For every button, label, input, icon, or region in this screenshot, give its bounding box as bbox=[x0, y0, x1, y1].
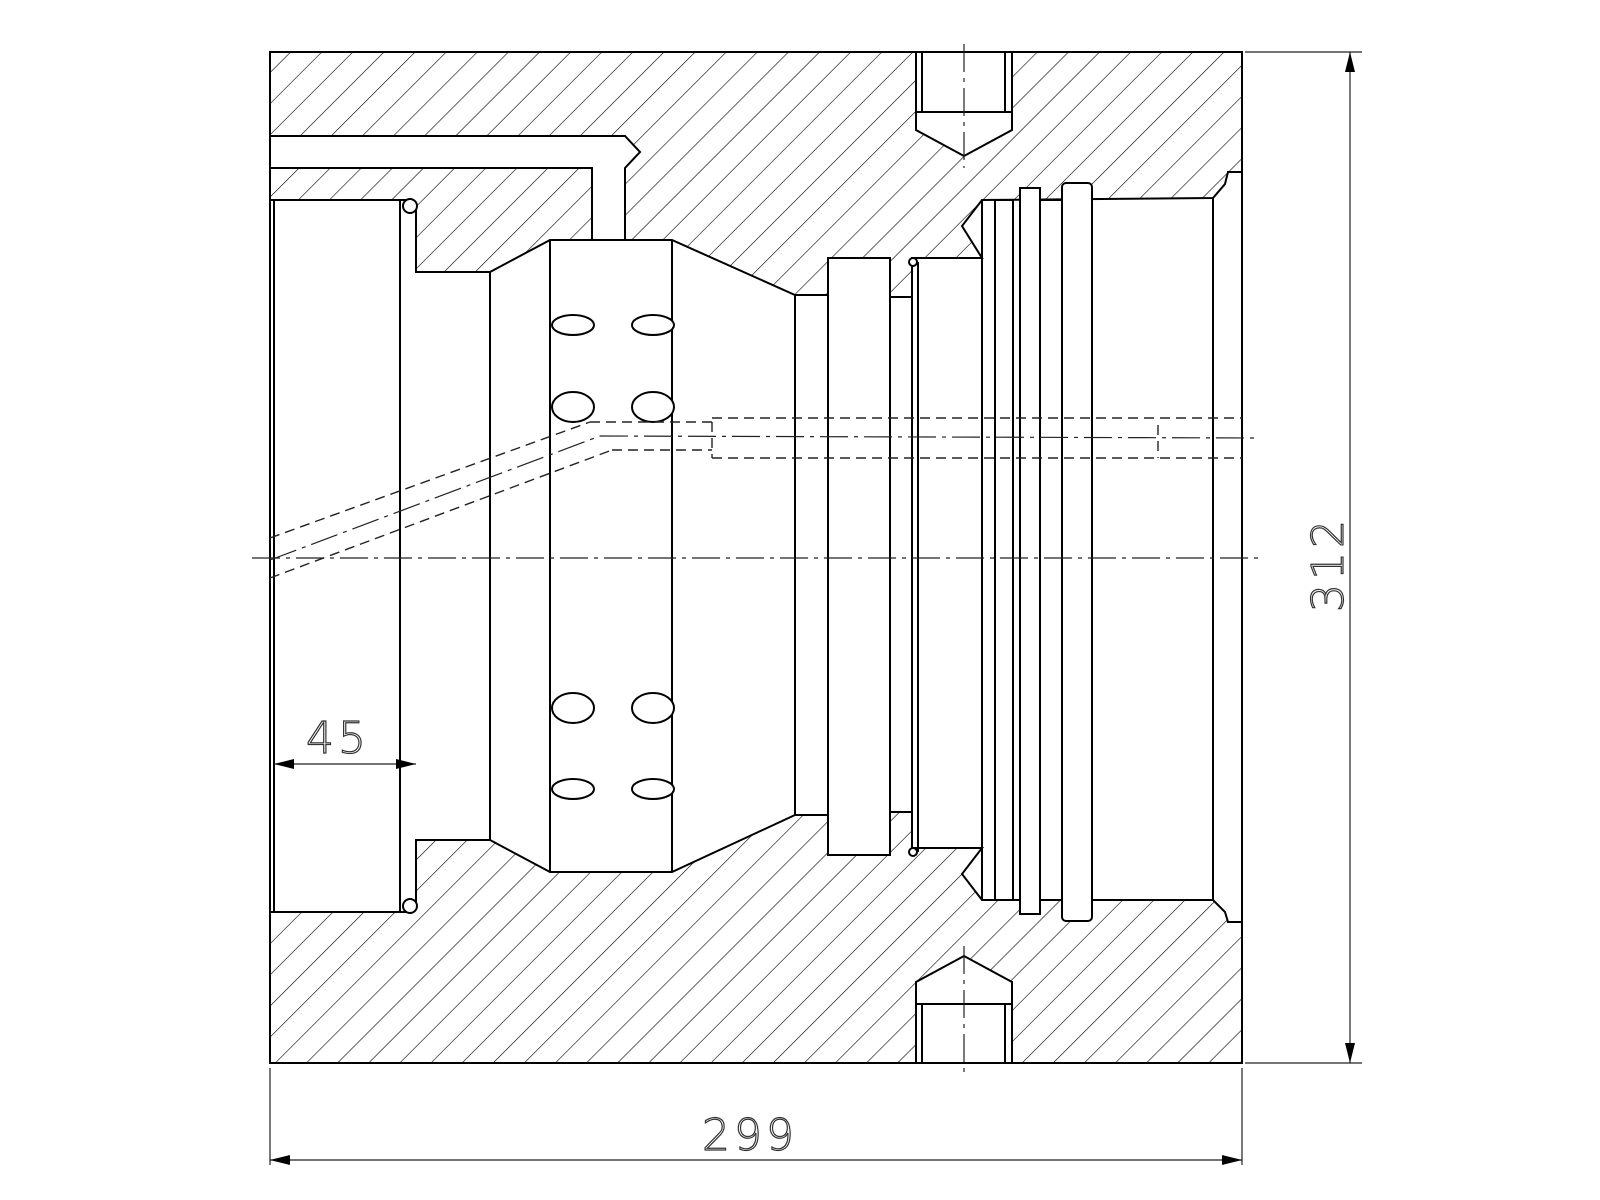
bore-depth-dimension-label: 45 bbox=[306, 713, 370, 764]
groove-1 bbox=[994, 199, 1014, 901]
port-hole bbox=[631, 778, 675, 800]
port-hole bbox=[551, 391, 595, 423]
port-hole bbox=[551, 314, 595, 336]
port-hole bbox=[631, 314, 675, 336]
port-hole bbox=[551, 778, 595, 800]
upper-passage bbox=[269, 135, 642, 241]
groove-3 bbox=[1061, 182, 1093, 922]
height-dimension bbox=[1245, 51, 1362, 1064]
bore-depth-dimension bbox=[274, 759, 416, 769]
height-dimension-label: 312 bbox=[1303, 516, 1354, 612]
groove-2 bbox=[1019, 187, 1041, 915]
port-hole bbox=[631, 692, 675, 724]
width-dimension-label: 299 bbox=[702, 1110, 798, 1161]
hidden-channel bbox=[269, 417, 1259, 579]
port-hole bbox=[551, 692, 595, 724]
internal-cavity bbox=[269, 171, 1243, 923]
width-dimension bbox=[269, 1068, 1243, 1165]
port-hole bbox=[631, 391, 675, 423]
